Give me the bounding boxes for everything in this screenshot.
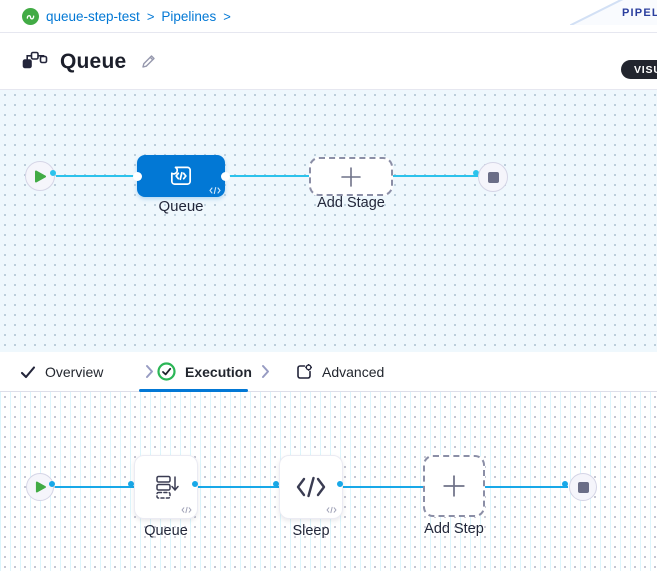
connector-dot: [50, 170, 56, 176]
connector-dot: [49, 481, 55, 487]
stage-canvas[interactable]: Queue Add Stage: [0, 90, 657, 352]
stop-icon: [577, 481, 589, 493]
step-node-sleep[interactable]: [279, 455, 343, 519]
tab-execution[interactable]: Execution: [157, 352, 252, 391]
edge-sleep-to-addstep: [343, 486, 423, 488]
execution-end-node: [569, 473, 597, 501]
add-stage-label: Add Stage: [317, 195, 385, 211]
plus-icon: [341, 166, 361, 187]
stop-icon: [487, 171, 499, 183]
add-step-button[interactable]: [423, 455, 485, 517]
breadcrumb-separator: >: [223, 8, 231, 24]
step-sleep-label: Sleep: [292, 523, 330, 539]
edge-start-to-stage: [56, 175, 137, 177]
stage-label: Queue: [158, 198, 204, 215]
tab-overview[interactable]: Overview: [20, 352, 103, 391]
breadcrumb-separator: >: [146, 8, 155, 24]
pipeline-studio-ribbon: PIPELINE STUDIO: [570, 0, 657, 25]
edge-start-to-queue: [55, 486, 134, 488]
tab-execution-label: Execution: [185, 363, 252, 380]
pencil-icon: [142, 55, 156, 68]
connector-dot: [128, 481, 134, 487]
check-icon: [20, 365, 36, 378]
add-step-label: Add Step: [424, 521, 484, 537]
queue-icon: [156, 475, 179, 499]
add-stage-button[interactable]: [309, 157, 393, 196]
breadcrumb-project-link[interactable]: queue-step-test: [46, 8, 140, 24]
pipeline-start-node: [25, 161, 55, 191]
tab-advanced[interactable]: Advanced: [295, 352, 384, 391]
code-badge-icon: [326, 506, 337, 514]
check-circle-green-icon: [157, 362, 176, 381]
project-icon: [22, 7, 39, 25]
tab-overview-label: Overview: [45, 363, 104, 380]
connector-dot: [337, 481, 343, 487]
edge-stage-to-addstage: [225, 175, 309, 177]
chevron-right-icon: [146, 365, 153, 378]
step-node-queue[interactable]: [134, 455, 198, 519]
pipeline-icon: [22, 51, 48, 68]
advanced-settings-icon: [297, 363, 312, 379]
pipeline-end-node: [478, 162, 508, 192]
play-icon: [35, 170, 46, 182]
code-badge-icon: [209, 186, 221, 195]
connector-dot: [273, 481, 279, 487]
code-badge-icon: [181, 506, 192, 514]
pipeline-header: Queue VISUAL: [0, 34, 657, 90]
code-icon: [296, 476, 326, 498]
play-icon: [35, 481, 46, 493]
execution-start-node: [26, 473, 54, 501]
tab-advanced-label: Advanced: [322, 363, 385, 380]
breadcrumb-pipelines-link[interactable]: Pipelines: [161, 8, 217, 24]
stage-in-port: [132, 171, 142, 181]
plus-icon: [443, 475, 465, 497]
connector-dot: [562, 481, 568, 487]
connector-dot: [473, 170, 479, 176]
edge-addstep-to-end: [485, 486, 568, 488]
step-queue-label: Queue: [144, 523, 188, 539]
connector-dot: [192, 481, 198, 487]
stage-config-tabs: Overview Execution Advanced: [0, 352, 657, 392]
custom-stage-icon: [170, 166, 192, 185]
edit-pipeline-name-button[interactable]: [140, 53, 157, 70]
stage-out-port: [220, 171, 230, 181]
active-tab-underline: [139, 389, 248, 392]
visual-yaml-toggle[interactable]: VISUAL: [621, 60, 657, 79]
pipeline-studio-ribbon-label: PIPELINE STUDIO: [622, 7, 657, 19]
stage-node-queue[interactable]: [132, 155, 230, 197]
edge-queue-to-sleep: [198, 486, 279, 488]
breadcrumb: queue-step-test > Pipelines > PIPELINE S…: [0, 0, 657, 33]
page-title: Queue: [60, 49, 127, 73]
edge-addstage-to-end: [393, 175, 478, 177]
execution-canvas[interactable]: Queue Sleep Add Step: [0, 392, 657, 571]
chevron-right-icon: [262, 365, 269, 378]
